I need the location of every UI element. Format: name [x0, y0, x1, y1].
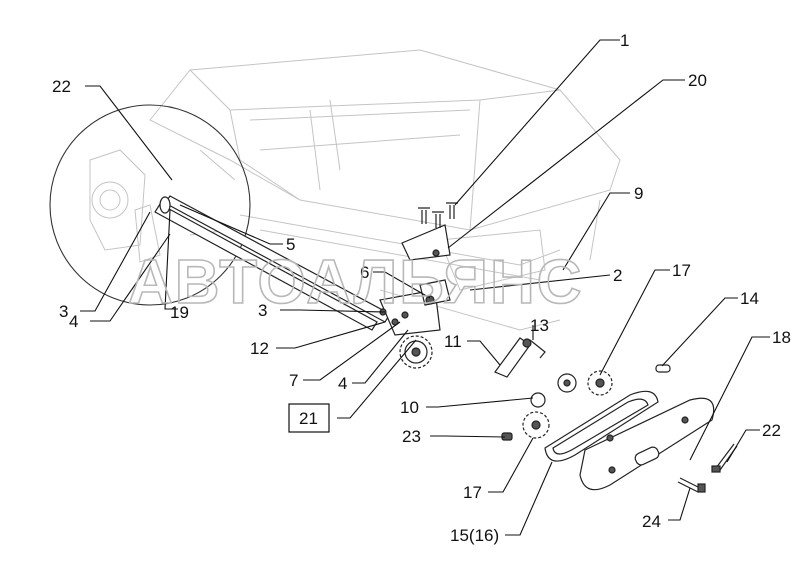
- sprocket-upper: [557, 370, 613, 396]
- bolt-24: [677, 477, 706, 493]
- mounting-plate: [401, 202, 458, 261]
- bolt-22-right: [711, 443, 738, 473]
- callout-17-upper: 17: [672, 261, 691, 280]
- callout-11: 11: [444, 332, 462, 351]
- callout-1: 1: [620, 31, 629, 50]
- callout-14: 14: [740, 289, 759, 308]
- sprocket-lower: [522, 411, 550, 439]
- callout-2: 2: [613, 266, 622, 285]
- callout-4-lower: 4: [338, 374, 347, 393]
- callout-15-16: 15(16): [450, 526, 499, 545]
- callout-9: 9: [634, 184, 643, 203]
- sprocket-main: [399, 335, 433, 369]
- tension-lever: [494, 337, 546, 378]
- callout-19: 19: [170, 303, 189, 322]
- callout-24: 24: [642, 512, 661, 531]
- callout-22-right: 22: [762, 421, 781, 440]
- detail-circle: [49, 104, 251, 306]
- callout-21: 21: [299, 409, 318, 428]
- callout-13: 13: [530, 316, 549, 335]
- callout-4: 4: [69, 312, 78, 331]
- callout-23: 23: [402, 427, 421, 446]
- chain-link-14: [655, 364, 671, 373]
- callout-12: 12: [250, 339, 269, 358]
- callout-3-lower: 3: [258, 301, 267, 320]
- callout-5: 5: [286, 235, 295, 254]
- callout-20: 20: [688, 71, 707, 90]
- callout-10: 10: [400, 398, 419, 417]
- drive-shaft: [154, 195, 391, 331]
- callout-6: 6: [360, 263, 369, 282]
- bracket-assembly: [379, 279, 451, 336]
- callout-22: 22: [52, 77, 71, 96]
- callout-17-lower: 17: [463, 483, 482, 502]
- callout-3: 3: [59, 302, 68, 321]
- watermark: АВТОАЛЬЯНС: [128, 248, 584, 317]
- ring-10: [530, 392, 546, 408]
- drive-chain-inner: [552, 398, 649, 455]
- callout-18: 18: [772, 328, 791, 347]
- chain-guard: [579, 397, 715, 491]
- callout-labels: 1 20 9 22 5 3 19 4 6 2 17 3 14 13 11 12 …: [52, 31, 791, 545]
- callout-21-box: [288, 403, 330, 433]
- leader-lines: [80, 39, 770, 536]
- callout-7: 7: [289, 371, 298, 390]
